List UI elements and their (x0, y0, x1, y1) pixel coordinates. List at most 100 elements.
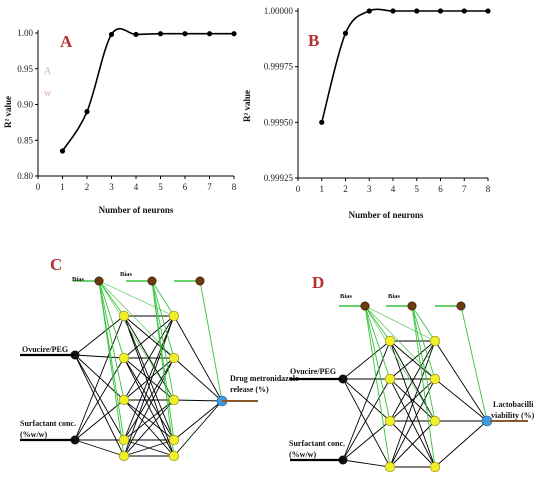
network-connection (364, 305, 436, 422)
x-tick-label: 2 (343, 184, 348, 194)
hidden-neuron (429, 335, 441, 347)
panel-label-d: D (312, 273, 324, 292)
x-tick-label: 4 (134, 182, 139, 192)
network-connection (342, 378, 391, 461)
network-d-input-1: Ovucire/PEG (290, 367, 336, 376)
network-connection (173, 400, 223, 457)
network-d-input-2a: Surfactant conc. (289, 439, 345, 448)
network-c-bias-label-2: Bias (120, 271, 132, 278)
chart-b-x-label: Number of neurons (349, 210, 424, 220)
network-connection (74, 354, 125, 359)
data-point (84, 109, 90, 115)
y-tick-label: 1.00000 (264, 6, 294, 16)
network-diagram-c: C Ovucire/PEG Surfactant conc. (%w/w) Bi… (20, 255, 299, 462)
network-d-output-b: viability (%) (491, 411, 535, 420)
network-d-nodes (338, 301, 493, 473)
data-point (414, 8, 420, 14)
network-connection (364, 305, 436, 380)
hidden-neuron (168, 352, 180, 364)
x-tick-label: 5 (158, 182, 163, 192)
bias-neuron (195, 276, 205, 286)
network-connection (98, 280, 175, 317)
network-connection (151, 280, 175, 317)
y-tick-label: 0.85 (17, 135, 33, 145)
network-connection (434, 420, 488, 468)
chart-a-y-ticks: 0.800.850.900.951.00 (17, 28, 38, 181)
x-tick-label: 0 (296, 184, 301, 194)
network-connection (123, 315, 175, 359)
network-connection (411, 305, 436, 422)
data-point (319, 119, 325, 125)
bias-neuron (94, 276, 104, 286)
network-connection (364, 305, 436, 342)
network-connection (151, 280, 175, 457)
hidden-neuron (118, 310, 130, 322)
y-tick-label: 0.99975 (264, 62, 294, 72)
hidden-neuron (168, 394, 180, 406)
network-diagram-d: D Ovucire/PEG Surfactant conc. (%w/w) Bi… (289, 273, 535, 473)
y-tick-label: 1.00 (17, 28, 33, 38)
network-connection (123, 357, 175, 441)
network-connection (364, 305, 391, 422)
chart-b-series-line (320, 8, 488, 123)
x-tick-label: 3 (109, 182, 114, 192)
network-connection (411, 305, 436, 380)
data-point (342, 30, 349, 36)
hidden-neuron (168, 450, 180, 462)
network-d-bias-label-1: Bias (340, 293, 352, 300)
chart-b-points (319, 8, 491, 125)
x-tick-label: 1 (320, 184, 325, 194)
network-c-output-b: release (%) (230, 385, 269, 394)
hidden-neuron (118, 434, 130, 446)
network-connection (199, 280, 223, 402)
data-point (485, 8, 491, 14)
network-d-edges (339, 305, 488, 468)
network-connection (460, 305, 488, 422)
hidden-neuron (384, 415, 396, 427)
network-d-bias-label-2: Bias (388, 293, 400, 300)
panel-label-c: C (50, 255, 62, 274)
data-point (59, 148, 66, 154)
network-c-input-2a: Surfactant conc. (20, 419, 76, 428)
network-connection (123, 439, 175, 457)
network-connection (151, 280, 175, 359)
network-connection (342, 340, 391, 380)
chart-b-y-label: R² value (242, 90, 252, 122)
network-c-input-1: Ovucire/PEG (22, 345, 68, 354)
network-connection (123, 399, 175, 457)
hidden-neuron (168, 434, 180, 446)
network-connection (98, 280, 125, 457)
hidden-neuron (429, 461, 441, 473)
network-d-output-a: Lactobacilli (493, 400, 534, 409)
network-connection (389, 420, 436, 468)
network-connection (74, 354, 125, 457)
x-tick-label: 8 (486, 184, 491, 194)
network-connection (173, 315, 223, 402)
network-connection (74, 357, 125, 441)
stray-glyph-a: A (44, 66, 52, 77)
y-tick-label: 0.80 (17, 171, 33, 181)
network-connection (74, 315, 125, 356)
network-connection (342, 459, 391, 468)
hidden-neuron (384, 461, 396, 473)
network-connection (98, 280, 125, 359)
hidden-neuron (118, 450, 130, 462)
y-tick-label: 0.90 (17, 100, 33, 110)
network-connection (74, 439, 125, 457)
network-connection (389, 378, 436, 468)
network-connection (74, 399, 125, 441)
x-tick-label: 1 (60, 182, 65, 192)
hidden-neuron (384, 373, 396, 385)
network-connection (389, 340, 436, 468)
network-connection (123, 315, 175, 441)
data-point (206, 31, 213, 37)
network-connection (389, 378, 436, 422)
x-tick-label: 8 (232, 182, 237, 192)
data-point (366, 8, 372, 14)
network-connection (151, 280, 175, 401)
network-connection (74, 354, 125, 441)
x-tick-label: 4 (391, 184, 396, 194)
